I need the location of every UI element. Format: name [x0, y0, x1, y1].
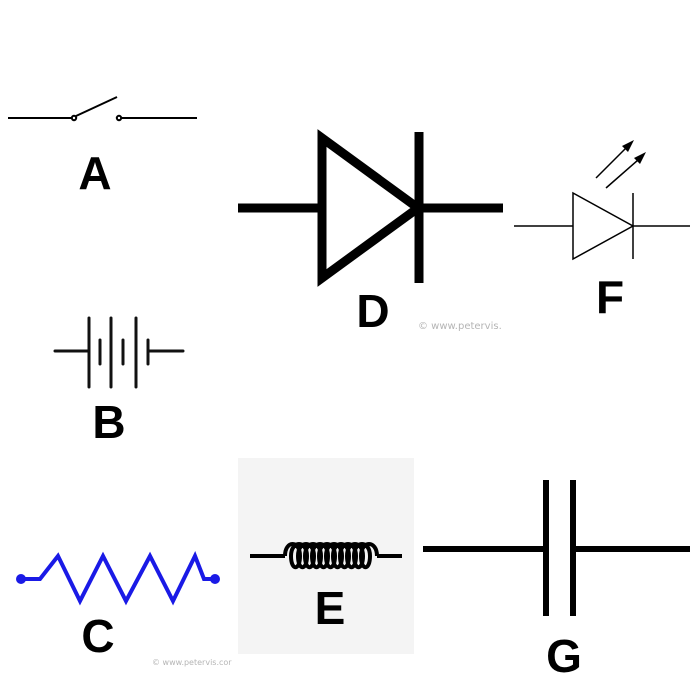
resistor-symbol: [21, 551, 215, 606]
resistor-right-terminal: [210, 574, 220, 584]
led-arrow-head-2: [634, 152, 646, 164]
switch-label: A: [78, 147, 111, 199]
led-arrow-head-1: [622, 140, 634, 152]
resistor-watermark: © www.petervis.cor: [152, 658, 232, 667]
led-symbol: [514, 147, 690, 261]
resistor-label: C: [81, 610, 114, 662]
diode-symbol: [238, 129, 503, 287]
led-label: F: [596, 271, 624, 323]
inductor-symbol: [250, 542, 402, 570]
diode-label: D: [356, 285, 389, 337]
battery-symbol: [53, 316, 185, 389]
battery-label: B: [92, 396, 125, 448]
capacitor-label: G: [546, 630, 582, 682]
inductor-label: E: [315, 582, 346, 634]
switch-symbol: [8, 96, 197, 122]
diode-watermark: © www.petervis.: [418, 321, 502, 332]
resistor-left-terminal: [16, 574, 26, 584]
capacitor-symbol: [423, 480, 690, 616]
